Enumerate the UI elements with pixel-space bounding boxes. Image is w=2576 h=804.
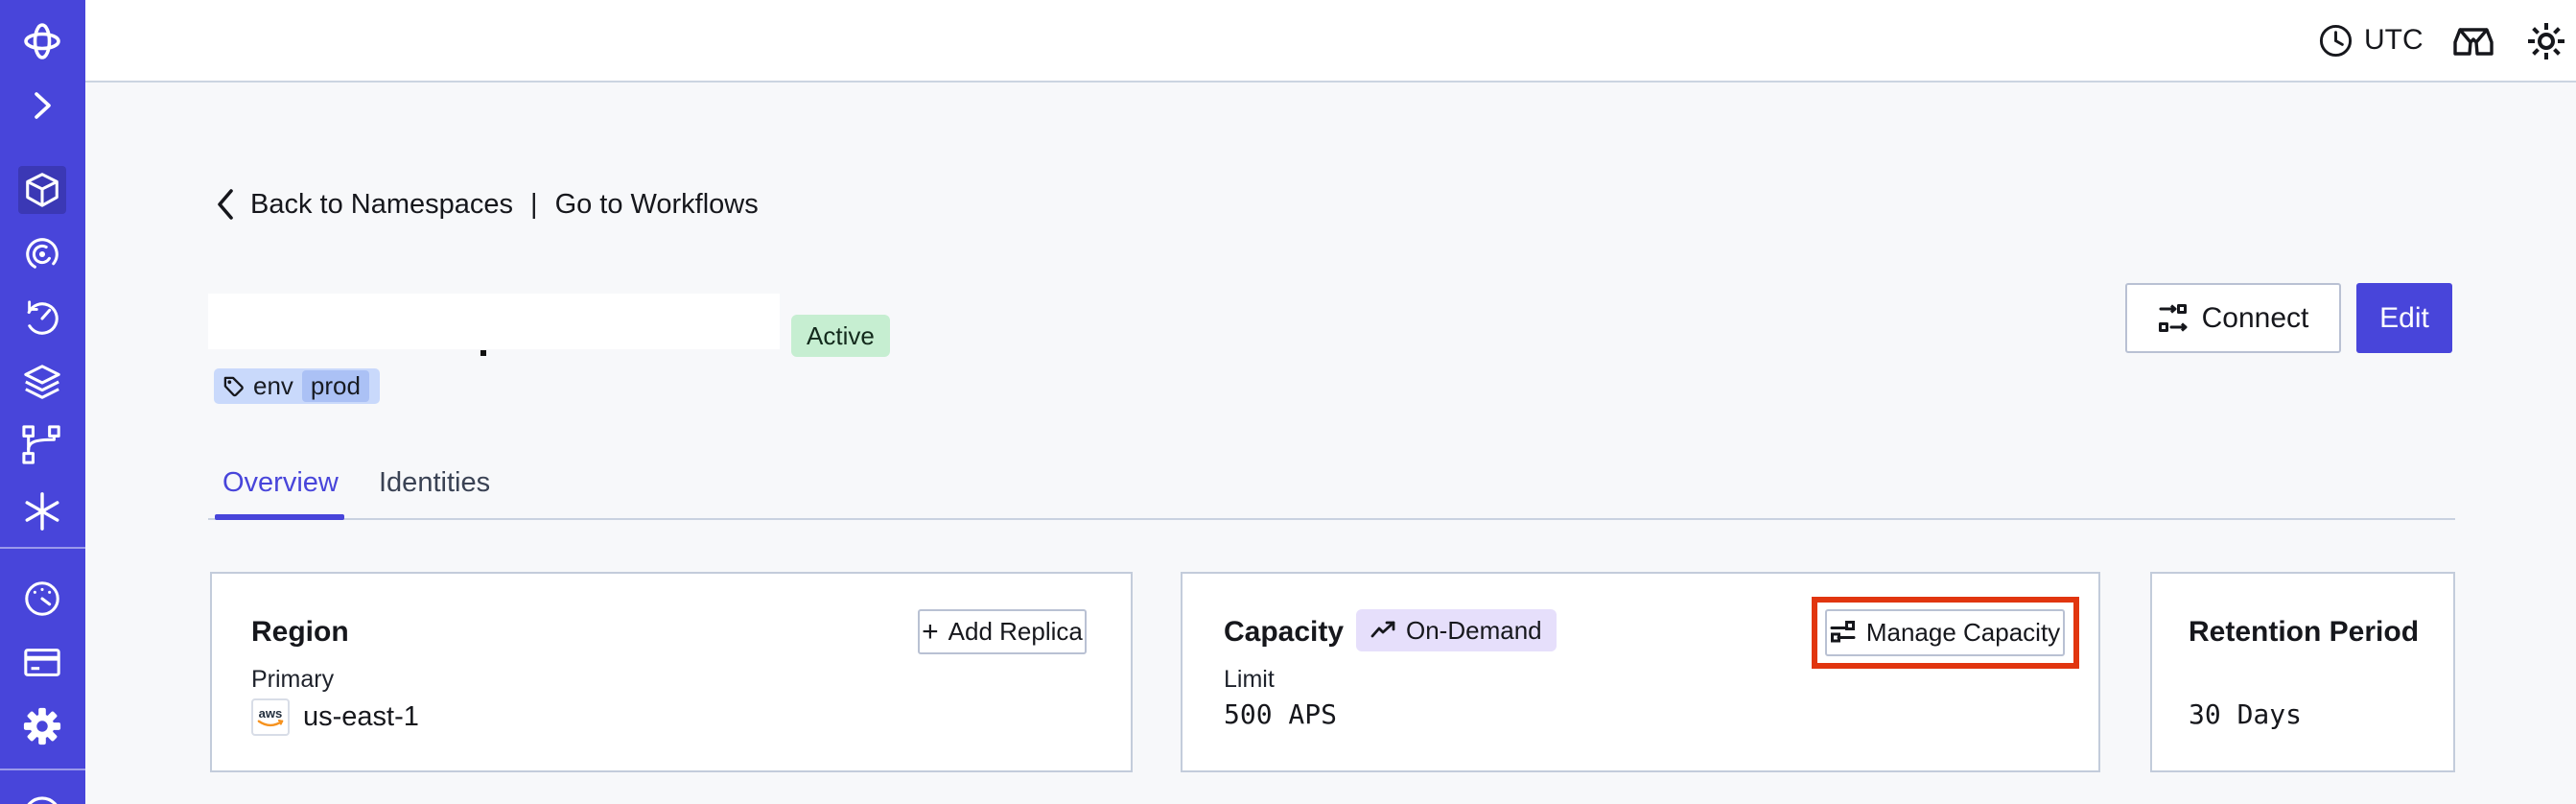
breadcrumb-back-link[interactable]: Back to Namespaces: [250, 188, 514, 220]
sliders-icon: [1830, 621, 1856, 643]
sidebar-item-billing[interactable]: [21, 641, 63, 683]
light-mode-sun-icon[interactable]: [2525, 20, 2567, 67]
region-field-label: Primary: [251, 666, 335, 693]
breadcrumb-workflows-link[interactable]: Go to Workflows: [554, 188, 759, 220]
topbar: UTC: [85, 0, 2576, 83]
sidebar-item-nexus[interactable]: [21, 424, 63, 466]
region-card-title: Region: [251, 616, 349, 648]
sidebar-item-usage[interactable]: [21, 578, 63, 620]
redacted-text-artifact: [480, 350, 486, 356]
timezone-label: UTC: [2364, 24, 2424, 56]
breadcrumb-separator: |: [530, 188, 538, 220]
tab-identities[interactable]: Identities: [379, 467, 491, 498]
capacity-card-title: Capacity: [1224, 616, 1345, 648]
region-value: us-east-1: [303, 701, 419, 732]
sidebar-divider: [0, 769, 85, 770]
tab-overview[interactable]: Overview: [222, 467, 339, 498]
capacity-card: Capacity On-Demand Manage Capacity Limit…: [1181, 572, 2100, 772]
plus-icon: +: [922, 615, 939, 648]
on-demand-label: On-Demand: [1406, 615, 1542, 645]
tag-icon: [223, 376, 244, 397]
on-demand-badge: On-Demand: [1356, 609, 1557, 651]
temporal-logo-icon[interactable]: [21, 20, 63, 62]
retention-card-title: Retention Period: [2189, 616, 2420, 648]
capacity-field-label: Limit: [1224, 666, 1275, 693]
active-tab-underline: [215, 514, 344, 520]
timezone-selector[interactable]: UTC: [2318, 0, 2424, 81]
namespace-tag: env prod: [214, 368, 380, 404]
tabs-border: [208, 518, 2455, 520]
glasses-icon[interactable]: [2450, 24, 2496, 65]
sidebar-divider: [0, 547, 85, 549]
sidebar-expand-chevron-icon[interactable]: [21, 84, 63, 127]
clock-icon: [2319, 24, 2353, 57]
status-badge: Active: [791, 315, 890, 357]
capacity-value: 500 APS: [1224, 698, 1338, 730]
sidebar-item-settings[interactable]: [21, 705, 63, 747]
aws-logo: aws: [251, 698, 290, 736]
annotation-highlight-box: Manage Capacity: [1812, 597, 2079, 669]
chevron-left-icon[interactable]: [215, 188, 237, 221]
edit-button[interactable]: Edit: [2356, 283, 2452, 353]
edit-button-label: Edit: [2379, 301, 2429, 334]
sidebar-item-namespaces[interactable]: [21, 169, 63, 211]
retention-value: 30 Days: [2189, 698, 2303, 730]
add-replica-label: Add Replica: [948, 617, 1083, 646]
breadcrumb: Back to Namespaces | Go to Workflows: [215, 188, 759, 221]
connect-button[interactable]: Connect: [2125, 283, 2341, 353]
sidebar: [0, 0, 85, 804]
manage-capacity-label: Manage Capacity: [1865, 618, 2061, 647]
trending-up-icon: [1370, 621, 1395, 637]
sidebar-item-deployments[interactable]: [21, 362, 63, 404]
retention-card: Retention Period 30 Days: [2150, 572, 2455, 772]
namespace-title-redacted: [208, 294, 780, 349]
status-badge-label: Active: [807, 320, 875, 350]
sidebar-item-schedules[interactable]: [21, 297, 63, 340]
svg-text:aws: aws: [259, 706, 283, 721]
sidebar-item-workflows[interactable]: [21, 233, 63, 275]
connect-button-label: Connect: [2201, 301, 2309, 334]
connect-icon: [2158, 304, 2188, 332]
region-card: Region + Add Replica Primary aws us-east…: [210, 572, 1133, 772]
tag-key: env: [253, 371, 293, 400]
tag-value: prod: [301, 370, 369, 402]
add-replica-button[interactable]: + Add Replica: [918, 609, 1087, 654]
sidebar-item-batch-operations[interactable]: [21, 490, 63, 532]
manage-capacity-button[interactable]: Manage Capacity: [1825, 609, 2065, 656]
region-value-row: aws us-east-1: [251, 698, 419, 736]
sidebar-item-support[interactable]: [21, 789, 63, 804]
